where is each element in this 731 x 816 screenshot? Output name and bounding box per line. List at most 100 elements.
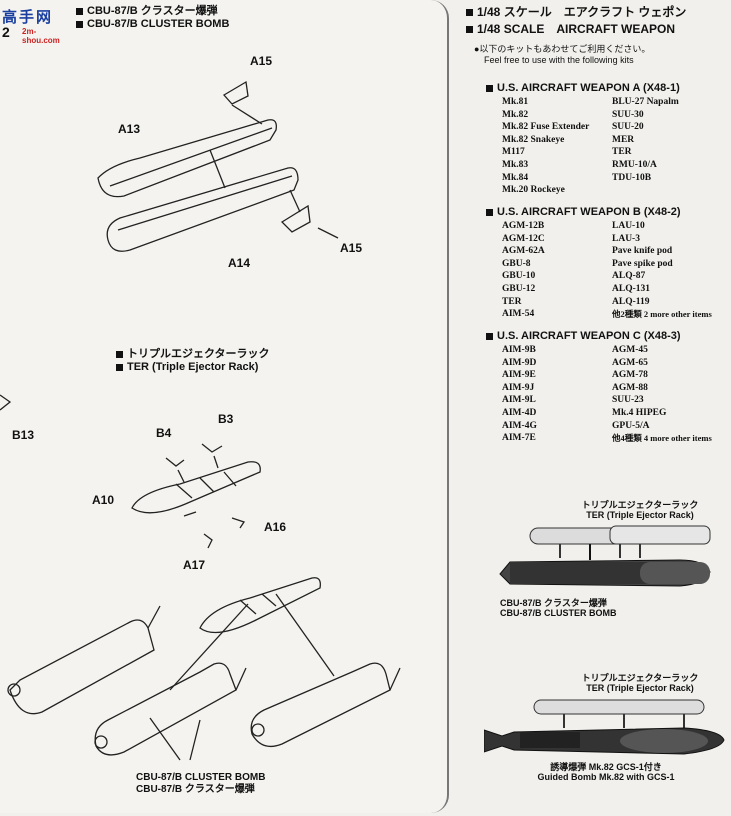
list-item: TDU-10B bbox=[612, 172, 652, 183]
list-item: 他4種類 4 more other items bbox=[612, 433, 712, 444]
scale-title-jp: 1/48 スケール エアクラフト ウェポン bbox=[477, 5, 687, 19]
fig1-bottom-en: CBU-87/B CLUSTER BOMB bbox=[500, 608, 617, 618]
fig2-top-caption: トリプルエジェクターラック TER (Triple Ejector Rack) bbox=[570, 673, 710, 693]
list-item: ALQ-87 bbox=[612, 271, 646, 282]
site-logo: 高手网 2m-shou.com bbox=[2, 6, 72, 45]
fig2-bottom-jp: 誘導爆弾 Mk.82 GCS-1付き bbox=[550, 762, 662, 772]
cluster-bomb-1 bbox=[9, 619, 155, 715]
kit-section-a: U.S. AIRCRAFT WEAPON A (X48-1) Mk.81 Mk.… bbox=[460, 82, 731, 202]
bottom-caption: CBU-87/B CLUSTER BOMB CBU-87/B クラスター爆弾 bbox=[136, 772, 265, 796]
part-label-b13: B13 bbox=[12, 428, 35, 442]
kit-section-a-title: U.S. AIRCRAFT WEAPON A (X48-1) bbox=[497, 82, 680, 94]
part-label-a14: A14 bbox=[228, 256, 251, 270]
kit-section-b-title: U.S. AIRCRAFT WEAPON B (X48-2) bbox=[497, 206, 681, 218]
list-item: Mk.82 bbox=[502, 109, 529, 120]
cluster-bomb-2 bbox=[94, 662, 237, 756]
fig2-bottom-caption: 誘導爆弾 Mk.82 GCS-1付き Guided Bomb Mk.82 wit… bbox=[506, 762, 706, 782]
kit-a-list-1: Mk.81 Mk.82 Mk.82 Fuse Extender Mk.82 Sn… bbox=[502, 96, 589, 197]
fig1-top-en: TER (Triple Ejector Rack) bbox=[586, 510, 694, 520]
list-item: AGM-12C bbox=[502, 233, 545, 244]
kit-section-c-title: U.S. AIRCRAFT WEAPON C (X48-3) bbox=[497, 330, 681, 342]
list-item: Mk.81 bbox=[502, 97, 529, 107]
cluster-bomb-3 bbox=[250, 662, 391, 748]
scale-title-en: 1/48 SCALE AIRCRAFT WEAPON bbox=[477, 22, 676, 36]
ter-body-2 bbox=[199, 577, 321, 634]
list-item: AIM-9L bbox=[502, 395, 536, 406]
list-item: GBU-12 bbox=[502, 283, 536, 294]
list-item: AIM-9D bbox=[502, 357, 537, 368]
list-item: GPU-5/A bbox=[612, 420, 650, 431]
cbu-lower-half bbox=[106, 167, 299, 252]
part-label-b3: B3 bbox=[218, 412, 234, 426]
fig1-top-jp: トリプルエジェクターラック bbox=[581, 500, 699, 510]
ter-header-jp: トリプルエジェクターラック bbox=[127, 348, 270, 360]
kit-reference-column: 1/48 スケール エアクラフト ウェポン 1/48 SCALE AIRCRAF… bbox=[460, 0, 731, 816]
fig2-top-en: TER (Triple Ejector Rack) bbox=[586, 683, 694, 693]
kit-c-list-2: AGM-45 AGM-65 AGM-78 AGM-88 SUU-23 Mk.4 … bbox=[612, 344, 712, 445]
kit-a-list-2: BLU-27 Napalm SUU-30 SUU-20 MER TER RMU-… bbox=[612, 96, 679, 184]
fig1-illustration bbox=[499, 525, 711, 587]
page-number: 2 bbox=[2, 24, 10, 40]
list-item: Mk.4 HIPEG bbox=[612, 407, 667, 418]
list-item: Mk.82 Fuse Extender bbox=[502, 122, 590, 133]
bottom-caption-en: CBU-87/B CLUSTER BOMB bbox=[136, 772, 266, 783]
list-item: TER bbox=[502, 296, 522, 307]
list-item: Mk.83 bbox=[502, 159, 529, 170]
part-label-a15: A15 bbox=[250, 54, 273, 68]
assembly-drawing bbox=[0, 80, 401, 761]
list-item: AIM-4D bbox=[502, 407, 537, 418]
kits-note-en: Feel free to use with the following kits bbox=[484, 55, 634, 65]
part-label-b4: B4 bbox=[156, 426, 172, 440]
list-item: GBU-10 bbox=[502, 271, 536, 282]
list-item: Mk.82 Snakeye bbox=[502, 134, 565, 145]
kit-section-c: U.S. AIRCRAFT WEAPON C (X48-3) AIM-9B AI… bbox=[460, 330, 731, 450]
list-item: AIM-7E bbox=[502, 433, 536, 444]
scale-title: 1/48 スケール エアクラフト ウェポン 1/48 SCALE AIRCRAF… bbox=[466, 3, 686, 37]
kit-b-list-2: LAU-10 LAU-3 Pave knife pod Pave spike p… bbox=[612, 220, 712, 321]
ter-header-en: TER (Triple Ejector Rack) bbox=[127, 361, 259, 373]
kit-b-list-1: AGM-12B AGM-12C AGM-62A GBU-8 GBU-10 GBU… bbox=[502, 220, 545, 321]
list-item: ALQ-119 bbox=[612, 296, 650, 307]
bottom-caption-jp: CBU-87/B クラスター爆弾 bbox=[136, 784, 255, 795]
list-item: AIM-9J bbox=[502, 382, 535, 393]
list-item: Mk.20 Rockeye bbox=[502, 185, 565, 196]
list-item: AGM-78 bbox=[612, 370, 648, 381]
list-item: SUU-30 bbox=[612, 109, 644, 120]
kits-note: ●以下のキットもあわせてご利用ください。 Feel free to use wi… bbox=[474, 42, 650, 65]
list-item: BLU-27 Napalm bbox=[612, 97, 679, 107]
list-item: AGM-88 bbox=[612, 382, 648, 393]
list-item: AGM-62A bbox=[502, 246, 545, 257]
logo-url: 2m-shou.com bbox=[22, 27, 60, 45]
cbu-header-jp: CBU-87/B クラスター爆弾 bbox=[87, 5, 218, 17]
part-label-a15: A15 bbox=[340, 241, 363, 255]
part-label-a17: A17 bbox=[183, 558, 206, 572]
ter-body bbox=[131, 461, 261, 514]
list-item: AGM-45 bbox=[612, 345, 648, 355]
part-label-a13: A13 bbox=[118, 122, 141, 136]
instruction-panel bbox=[447, 0, 449, 813]
list-item: LAU-10 bbox=[612, 221, 645, 231]
list-item: Mk.84 bbox=[502, 172, 529, 183]
list-item: 他2種類 2 more other items bbox=[612, 309, 712, 320]
list-item: SUU-20 bbox=[612, 122, 644, 133]
fig2-top-jp: トリプルエジェクターラック bbox=[581, 673, 699, 683]
list-item: RMU-10/A bbox=[612, 159, 657, 170]
part-label-a10: A10 bbox=[92, 493, 115, 507]
fig2-bottom-en: Guided Bomb Mk.82 with GCS-1 bbox=[537, 772, 675, 782]
part-label-a16: A16 bbox=[264, 520, 287, 534]
cbu-upper-half bbox=[97, 119, 277, 198]
list-item: GBU-8 bbox=[502, 258, 531, 269]
fig1-bottom-caption: CBU-87/B クラスター爆弾 CBU-87/B CLUSTER BOMB bbox=[500, 598, 680, 618]
list-item: Pave spike pod bbox=[612, 258, 673, 269]
fig2-illustration bbox=[484, 699, 725, 755]
logo-text: 高手网 bbox=[2, 9, 54, 26]
list-item: ALQ-131 bbox=[612, 283, 650, 294]
ter-sway-brace-b3 bbox=[201, 443, 223, 453]
list-item: MER bbox=[612, 134, 635, 145]
list-item: TER bbox=[612, 147, 632, 158]
fig1-bottom-jp: CBU-87/B クラスター爆弾 bbox=[500, 598, 607, 608]
list-item: SUU-23 bbox=[612, 395, 644, 406]
ter-sway-brace-b4 bbox=[165, 457, 185, 467]
list-item: Pave knife pod bbox=[612, 246, 673, 257]
fig1-top-caption: トリプルエジェクターラック TER (Triple Ejector Rack) bbox=[580, 500, 700, 520]
